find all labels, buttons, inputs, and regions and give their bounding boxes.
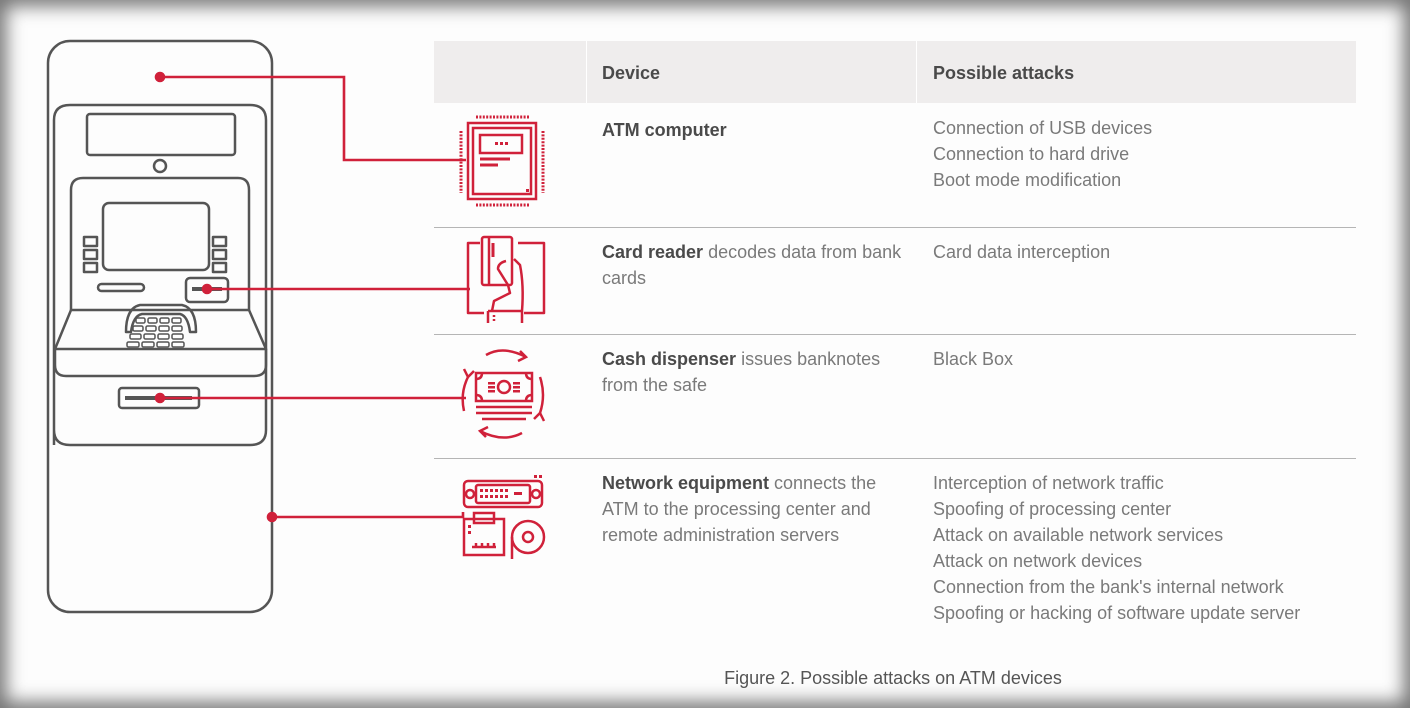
atm-camera (152, 158, 168, 174)
atm-body-outline (46, 39, 274, 614)
network-ports-icon (462, 475, 546, 559)
device-cell: Cash dispenser issues banknotes from the… (602, 349, 881, 395)
connector-dot-card-reader (201, 283, 213, 295)
atm-upper-panel (52, 103, 268, 447)
attack-item: Connection from the bank's internal netw… (933, 577, 1284, 597)
attack-item: Attack on available network services (933, 525, 1224, 545)
connector-dot-cash-dispenser (154, 392, 166, 404)
card-in-hand-icon (466, 235, 546, 323)
attack-item: Attack on network devices (933, 551, 1143, 571)
cpu-chip-icon (459, 115, 545, 207)
attack-item: Card data interception (933, 242, 1111, 262)
cash-cycle-icon (461, 349, 546, 439)
connector-dot-network (266, 511, 278, 523)
header-device: Device (602, 63, 661, 83)
attack-item: Spoofing of processing center (933, 499, 1172, 519)
row-divider (434, 227, 1356, 228)
attack-item: Connection to hard drive (933, 144, 1130, 164)
atm-screen-bezel (69, 176, 251, 310)
row-divider (434, 334, 1356, 335)
atm-receipt-slot (96, 282, 146, 293)
figure-caption: Figure 2. Possible attacks on ATM device… (0, 668, 1410, 689)
attacks-cell: Connection of USB devices Connection to … (933, 115, 1353, 193)
table-header: Device Possible attacks (434, 41, 1356, 103)
attack-item: Spoofing or hacking of software update s… (933, 603, 1301, 623)
atm-screen (101, 201, 211, 272)
attacks-cell: Interception of network traffic Spoofing… (933, 470, 1353, 626)
attack-item: Connection of USB devices (933, 118, 1153, 138)
row-divider (434, 458, 1356, 459)
device-cell: ATM computer (602, 120, 727, 140)
attacks-cell: Card data interception (933, 239, 1353, 265)
connector-atm-computer (160, 75, 466, 162)
header-possible-attacks: Possible attacks (933, 63, 1075, 83)
atm-keypad-shelf (53, 308, 268, 351)
device-cell: Network equipment connects the ATM to th… (602, 473, 877, 545)
attacks-cell: Black Box (933, 346, 1353, 372)
attack-item: Black Box (933, 349, 1014, 369)
connector-network (272, 512, 465, 519)
atm-keypad-hood (124, 303, 198, 334)
atm-top-display (85, 112, 237, 157)
connector-dot-atm-computer (154, 71, 166, 83)
attack-item: Boot mode modification (933, 170, 1122, 190)
caption-text: Figure 2. Possible attacks on ATM device… (724, 668, 1062, 688)
device-cell: Card reader decodes data from bank cards (602, 242, 902, 288)
attack-item: Interception of network traffic (933, 473, 1164, 493)
